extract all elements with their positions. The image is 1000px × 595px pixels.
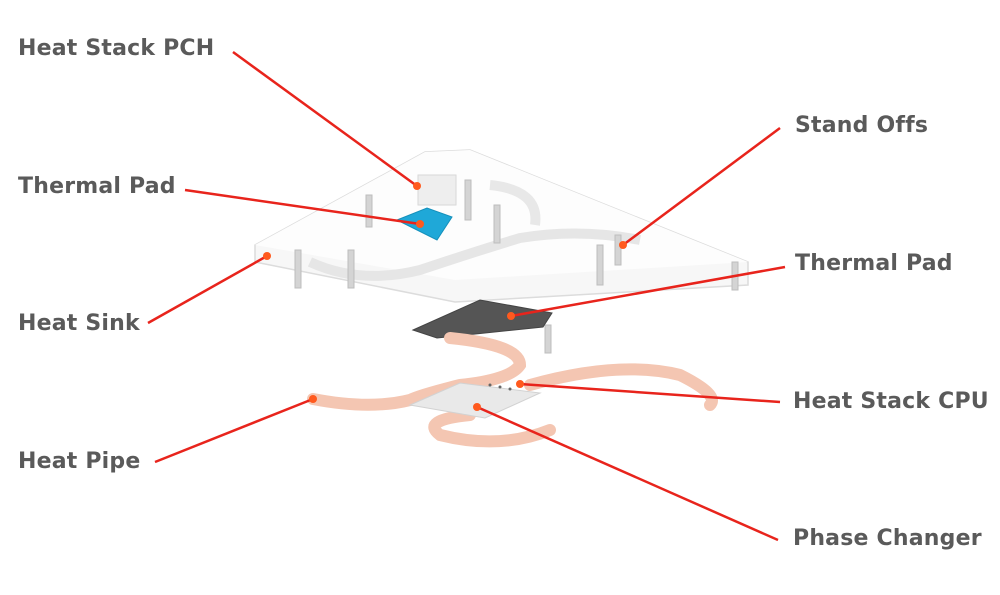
label-heat-sink: Heat Sink [18, 311, 140, 336]
label-heat-stack-cpu: Heat Stack CPU [793, 389, 989, 414]
phase-changer [408, 382, 542, 419]
label-thermal-pad-right: Thermal Pad [795, 251, 953, 276]
heat-stack-cpu [488, 383, 512, 391]
label-phase-changer: Phase Changer [793, 526, 982, 551]
stand-offs [294, 179, 739, 354]
thermal-pad-cpu [411, 299, 553, 339]
label-heat-pipe: Heat Pipe [18, 449, 141, 474]
thermal-pad-pch [395, 207, 453, 241]
label-heat-stack-pch: Heat Stack PCH [18, 36, 215, 61]
label-stand-offs: Stand Offs [795, 113, 929, 138]
leader-lines [147, 50, 786, 542]
label-thermal-pad-left: Thermal Pad [18, 174, 176, 199]
heat-sink-plate [254, 149, 749, 303]
